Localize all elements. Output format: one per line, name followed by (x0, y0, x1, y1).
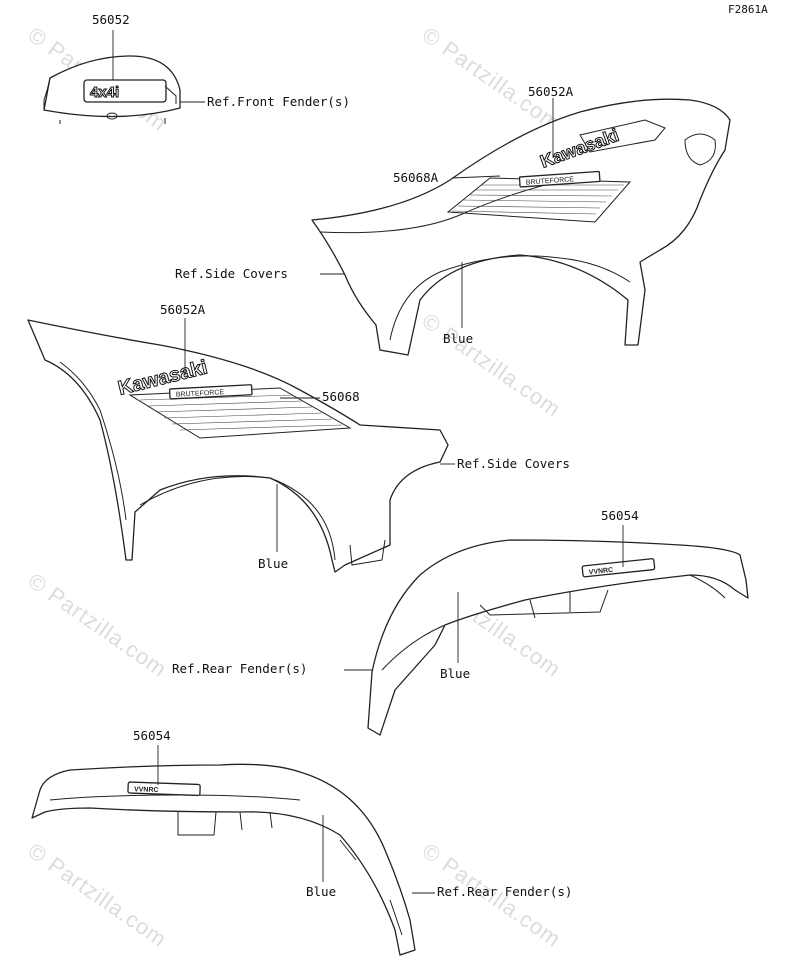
label-front-fender: Ref.Front Fender(s) (207, 94, 350, 109)
label-56068: 56068 (322, 389, 360, 404)
front-fender-part: 4x4i (43, 55, 181, 124)
label-56054-1: 56054 (601, 508, 639, 523)
model-decal-right: BRUTEFORCE (518, 170, 601, 188)
drive-decal (83, 79, 167, 103)
label-56052: 56052 (92, 12, 130, 27)
label-side-covers-2: Ref.Side Covers (457, 456, 570, 471)
model-decal-left: BRUTEFORCE (168, 384, 253, 400)
label-blue-1: Blue (443, 331, 474, 346)
svg-text:VVNRC: VVNRC (134, 786, 159, 794)
side-cover-left: Kawasaki BRUTEFORCE (27, 319, 449, 573)
label-blue-2: Blue (258, 556, 289, 571)
rear-fender-left: VVNRC (31, 763, 416, 956)
grille-decal-right (446, 177, 632, 223)
figure-code: F2861A (728, 3, 768, 16)
svg-text:BRUTEFORCE: BRUTEFORCE (526, 176, 575, 186)
mark-decal-right: VVNRC (581, 558, 656, 578)
svg-text:VVNRC: VVNRC (588, 567, 613, 577)
mark-decal-left: VVNRC (127, 781, 201, 797)
label-rear-fender-1: Ref.Rear Fender(s) (172, 661, 308, 676)
svg-text:BRUTEFORCE: BRUTEFORCE (176, 389, 225, 399)
label-56052a-left: 56052A (160, 302, 206, 317)
label-blue-3: Blue (440, 666, 471, 681)
side-cover-right: Kawasaki BRUTEFORCE (311, 98, 731, 356)
leader-56068a (451, 175, 501, 179)
rear-fender-right: VVNRC (367, 539, 749, 736)
drive-decal-text: 4x4i (90, 84, 119, 101)
label-rear-fender-2: Ref.Rear Fender(s) (437, 884, 573, 899)
label-56068a: 56068A (393, 170, 439, 185)
label-56054-2: 56054 (133, 728, 171, 743)
label-side-covers-1: Ref.Side Covers (175, 266, 288, 281)
label-56052a-top: 56052A (528, 84, 574, 99)
label-blue-4: Blue (306, 884, 337, 899)
